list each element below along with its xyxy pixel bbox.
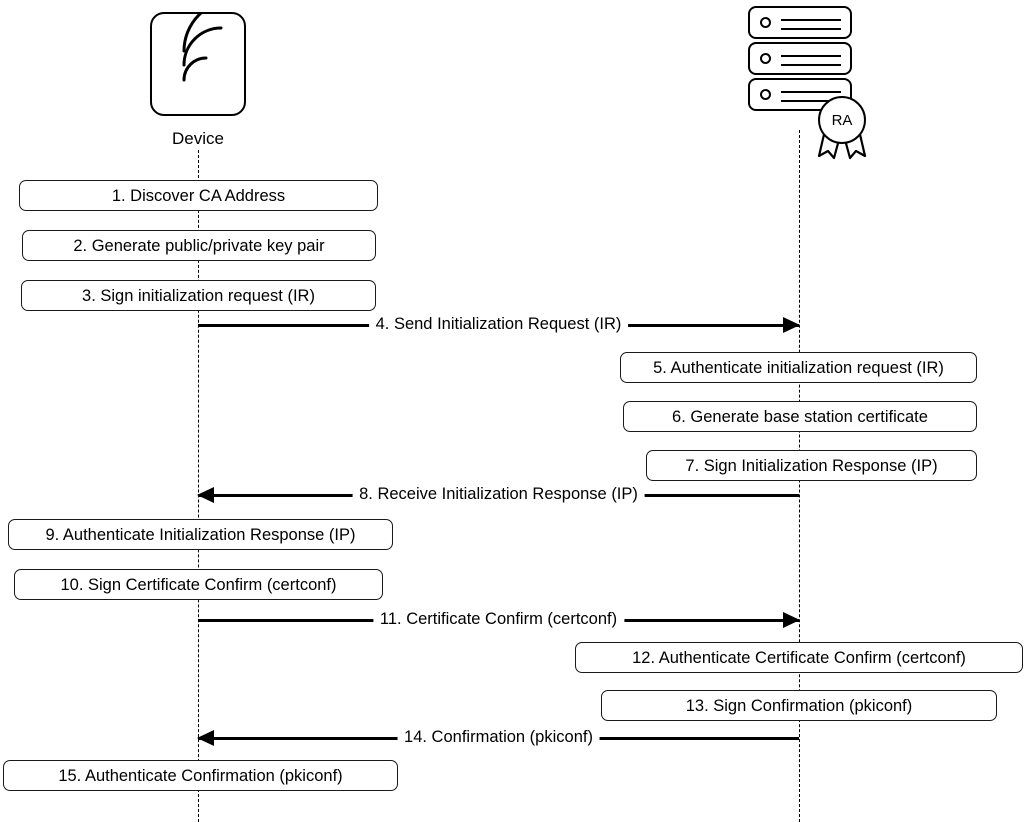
server-bar: [781, 64, 841, 66]
message-step-4: 4. Send Initialization Request (IR): [198, 313, 800, 337]
note-step-9: 9. Authenticate Initialization Response …: [8, 519, 393, 550]
device-body-icon: [150, 12, 246, 116]
message-step-14-label: 14. Confirmation (pkiconf): [397, 726, 600, 749]
message-step-8: 8. Receive Initialization Response (IP): [197, 483, 799, 507]
note-step-13: 13. Sign Confirmation (pkiconf): [601, 690, 997, 721]
note-step-5: 5. Authenticate initialization request (…: [620, 352, 977, 383]
server-bar: [781, 28, 841, 30]
actor-ra[interactable]: RA: [748, 6, 867, 160]
message-step-11: 11. Certificate Confirm (certconf): [198, 608, 800, 632]
note-step-7: 7. Sign Initialization Response (IP): [646, 450, 977, 481]
actor-device[interactable]: [150, 12, 246, 116]
arrowhead-right-icon: [783, 317, 800, 333]
note-step-10: 10. Sign Certificate Confirm (certconf): [14, 569, 383, 600]
server-bar: [781, 19, 841, 21]
note-step-12: 12. Authenticate Certificate Confirm (ce…: [575, 642, 1023, 673]
arrowhead-left-icon: [197, 730, 214, 746]
arrowhead-right-icon: [783, 612, 800, 628]
message-step-4-label: 4. Send Initialization Request (IR): [368, 313, 629, 336]
server-led-icon: [760, 89, 771, 100]
note-step-6: 6. Generate base station certificate: [623, 401, 977, 432]
server-bar: [781, 91, 841, 93]
server-rack-icon: [748, 6, 852, 111]
ra-certificate-badge-icon: RA: [817, 96, 867, 160]
lifeline-device: [198, 150, 199, 822]
server-bar: [781, 100, 841, 102]
wifi-waves-icon: [182, 12, 223, 82]
ra-badge-label: RA: [818, 96, 866, 144]
message-step-14: 14. Confirmation (pkiconf): [197, 726, 799, 750]
arrowhead-left-icon: [197, 487, 214, 503]
note-step-1: 1. Discover CA Address: [19, 180, 378, 211]
server-led-icon: [760, 53, 771, 64]
server-led-icon: [760, 17, 771, 28]
message-step-8-label: 8. Receive Initialization Response (IP): [352, 483, 645, 506]
note-step-2: 2. Generate public/private key pair: [22, 230, 376, 261]
actor-device-label: Device: [172, 129, 224, 148]
note-step-3: 3. Sign initialization request (IR): [21, 280, 376, 311]
message-step-11-label: 11. Certificate Confirm (certconf): [372, 608, 625, 631]
note-step-15: 15. Authenticate Confirmation (pkiconf): [3, 760, 398, 791]
server-bar: [781, 55, 841, 57]
server-unit-2: [748, 42, 852, 75]
server-unit-1: [748, 6, 852, 39]
